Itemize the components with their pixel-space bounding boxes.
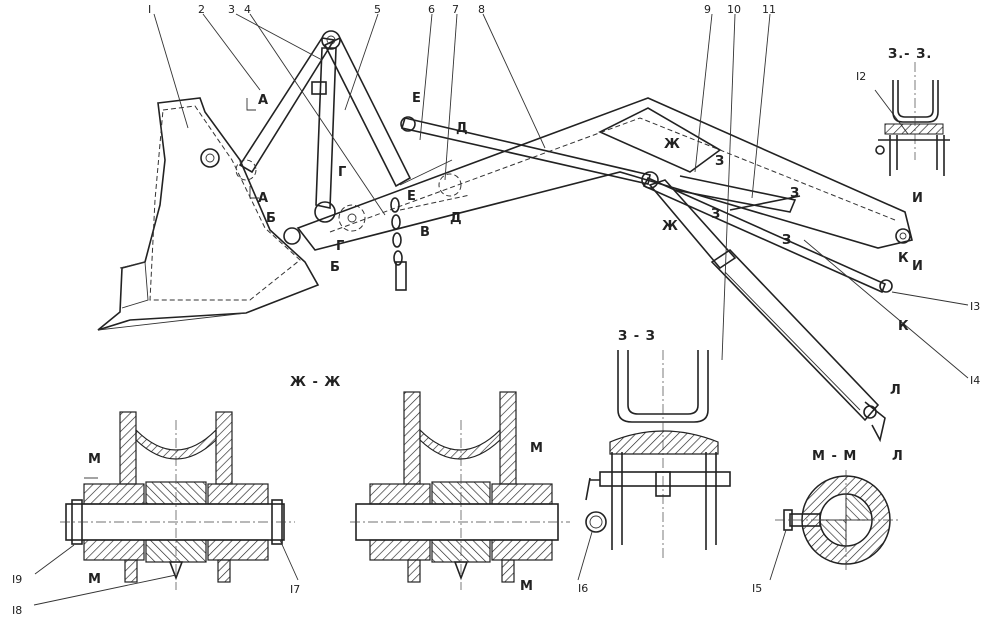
item-number: 2 xyxy=(198,3,205,16)
item-number: I2 xyxy=(856,70,866,83)
section-mark-D: Д xyxy=(450,211,462,226)
item-number: I7 xyxy=(290,583,300,596)
section-mark-M: М xyxy=(520,579,533,594)
section-mark-L: Л xyxy=(892,449,903,464)
section-mark-E: Е xyxy=(412,91,421,106)
section-mark-L: Л xyxy=(890,383,901,398)
item-number: 6 xyxy=(428,3,435,16)
leader-lines xyxy=(153,13,969,379)
section-mark-K: К xyxy=(898,251,909,266)
section-z-z: З - З I6 xyxy=(577,329,731,595)
section-mark-D: Д xyxy=(456,121,468,136)
item-numbers: I 2 3 4 5 6 7 8 9 10 11 I2 I3 I4 xyxy=(148,3,980,387)
section-marks: А А Б Б Г Г В Е Е Д Д Ж Ж З З З З И И К … xyxy=(246,91,923,464)
section-zh-zh: Ж - Ж М М I9 I8 xyxy=(12,375,570,617)
section-mark-E: Е xyxy=(407,189,416,204)
bucket xyxy=(97,97,320,331)
section-z-z-small: З.- З. xyxy=(875,47,950,176)
section-mark-Z: З xyxy=(711,207,720,222)
section-zh-left: М М I9 I8 I7 xyxy=(12,411,300,617)
section-m-m: М - М I5 xyxy=(752,449,900,595)
item-number: I8 xyxy=(12,604,22,617)
section-zh-right: М М xyxy=(350,391,570,594)
item-number: I4 xyxy=(970,374,980,387)
section-mark-Zh: Ж xyxy=(662,219,678,234)
hydraulic-rods xyxy=(399,116,893,294)
item-number: 11 xyxy=(762,3,776,16)
section-mark-I: И xyxy=(912,191,923,206)
section-title-m-m: М - М xyxy=(812,449,857,464)
section-title-z-z: З - З xyxy=(618,329,656,344)
section-mark-M: М xyxy=(88,572,101,587)
section-title-zh-zh: Ж - Ж xyxy=(290,375,341,390)
chain xyxy=(390,197,407,291)
section-mark-M: М xyxy=(530,441,543,456)
section-mark-Z: З xyxy=(790,186,799,201)
section-mark-B: Б xyxy=(266,211,276,226)
item-number: I xyxy=(148,3,151,16)
section-mark-K: К xyxy=(898,319,909,334)
item-number: I5 xyxy=(752,582,762,595)
section-title-z-z-small: З.- З. xyxy=(888,47,932,62)
item-number: 9 xyxy=(704,3,711,16)
section-mark-Zh: Ж xyxy=(664,137,680,152)
boom xyxy=(296,97,913,251)
section-mark-B: Б xyxy=(330,260,340,275)
tilt-cylinder xyxy=(648,179,886,443)
item-number: 5 xyxy=(374,3,381,16)
section-mark-G: Г xyxy=(338,165,346,180)
main-assembly-view: А А Б Б Г Г В Е Е Д Д Ж Ж З З З З И И К … xyxy=(97,3,980,464)
section-mark-I: И xyxy=(912,259,923,274)
item-number: 10 xyxy=(727,3,741,16)
section-mark-G: Г xyxy=(336,239,344,254)
item-number: I9 xyxy=(12,573,22,586)
item-number: 8 xyxy=(478,3,485,16)
section-mark-Z: З xyxy=(715,154,724,169)
item-number: 7 xyxy=(452,3,459,16)
item-number: I6 xyxy=(578,582,588,595)
item-number: 3 xyxy=(228,3,235,16)
section-mark-Z: З xyxy=(782,233,791,248)
item-number: 4 xyxy=(244,3,251,16)
section-mark-V: В xyxy=(420,225,430,240)
section-mark-A: А xyxy=(258,93,268,108)
item-number: I3 xyxy=(970,300,980,313)
section-mark-A: А xyxy=(258,191,268,206)
section-mark-M: М xyxy=(88,452,101,467)
